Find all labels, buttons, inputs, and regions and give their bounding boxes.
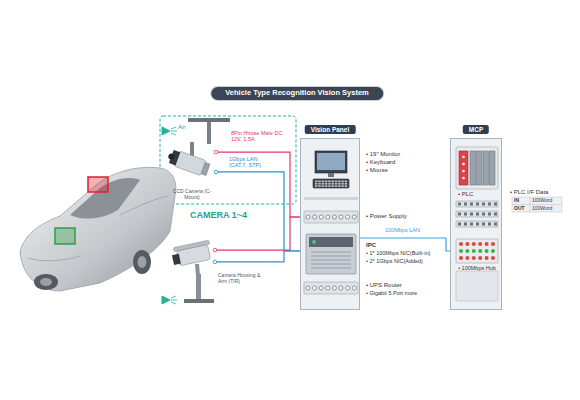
ipc-icon: [306, 234, 356, 274]
air-nozzle: [162, 127, 177, 135]
ccd-camera-icon: [168, 142, 216, 186]
power-supply: • Power Supply: [304, 211, 358, 223]
component-label: • PLC I/F Data: [510, 189, 548, 196]
component-label: • 19" Monitor: [366, 151, 400, 158]
cable-end: [214, 150, 218, 154]
mcp-panel: MCP• PLC• PLC I/F Data• 100Mbps Hub: [450, 138, 502, 310]
cable-label: 1Gbps LAN (CAT.7, STP): [228, 156, 272, 169]
plc-icon: [456, 147, 498, 189]
cable-connector: [356, 238, 456, 251]
component-label: CCD Camera (C-Mount): [172, 189, 212, 201]
table-cell: IN: [514, 198, 519, 204]
io-table: [512, 197, 562, 212]
cable-label: 100Mbps LAN: [384, 227, 421, 233]
group-label: CAMERA 1~4: [190, 210, 247, 220]
component-label: • PLC: [458, 191, 473, 198]
cable-connector: [215, 217, 304, 250]
ceiling-mount: [188, 118, 230, 144]
camera-stand: [184, 274, 214, 303]
panel-heading: Vision Panel: [305, 125, 356, 134]
component-label: IPC: [366, 242, 376, 249]
camera-group-outline: [160, 116, 296, 204]
cable-end: [214, 170, 218, 174]
vision-panel: Vision Panel• 19" Monitor• Keyboard• Mou…: [300, 138, 360, 310]
ups-router-icon: [304, 282, 358, 294]
component-label: • Gigabit 5 Port more: [366, 290, 417, 296]
table-cell: 100Word: [532, 206, 552, 212]
component-label: • 100Mbps Hub: [454, 265, 500, 271]
component-label: Camera Housing & Arm (TIR): [218, 273, 264, 285]
cable-connector: [216, 152, 304, 217]
component-label: • 1* 100Mbps NIC(Built-in): [366, 250, 430, 256]
cable-end: [213, 248, 217, 252]
monitor: • 19" Monitor• Keyboard• Mouse: [309, 151, 353, 191]
air-nozzle: [162, 296, 177, 304]
cable-label: 8Pin Hirose Male DC 12V, 1.5A: [230, 130, 290, 143]
hub-icon: [456, 239, 498, 263]
camera-housing-icon: [170, 240, 215, 276]
table-cell: OUT: [514, 206, 525, 212]
monitor-icon: [309, 151, 353, 191]
ccd-camera: CCD Camera (C-Mount): [168, 142, 216, 186]
component-label: • 2* 1Gbps NIC(Added): [366, 258, 423, 264]
cable-connector: [215, 251, 306, 262]
component-label: • Keyboard: [366, 159, 395, 166]
component-label: • Mouse: [366, 167, 388, 174]
ipc: IPC• 1* 100Mbps NIC(Built-in)• 2* 1Gbps …: [306, 234, 356, 274]
hub: • 100Mbps Hub: [456, 239, 498, 263]
plc: • PLC• PLC I/F Data: [456, 147, 498, 189]
vehicle: [20, 167, 176, 291]
component-label: • UPS Router: [366, 282, 402, 289]
table-cell: 100Word: [532, 198, 552, 204]
component-label: • Power Supply: [366, 213, 407, 220]
ups-router: • UPS Router• Gigabit 5 Port more: [304, 282, 358, 294]
cable-end: [213, 260, 217, 264]
air-label: Air: [178, 124, 185, 131]
power-supply-icon: [304, 211, 358, 223]
panel-heading: MCP: [463, 125, 489, 134]
diagram-title: Vehicle Type Recognition Vision System: [211, 87, 383, 100]
camera-housing: Camera Housing & Arm (TIR): [170, 240, 215, 276]
